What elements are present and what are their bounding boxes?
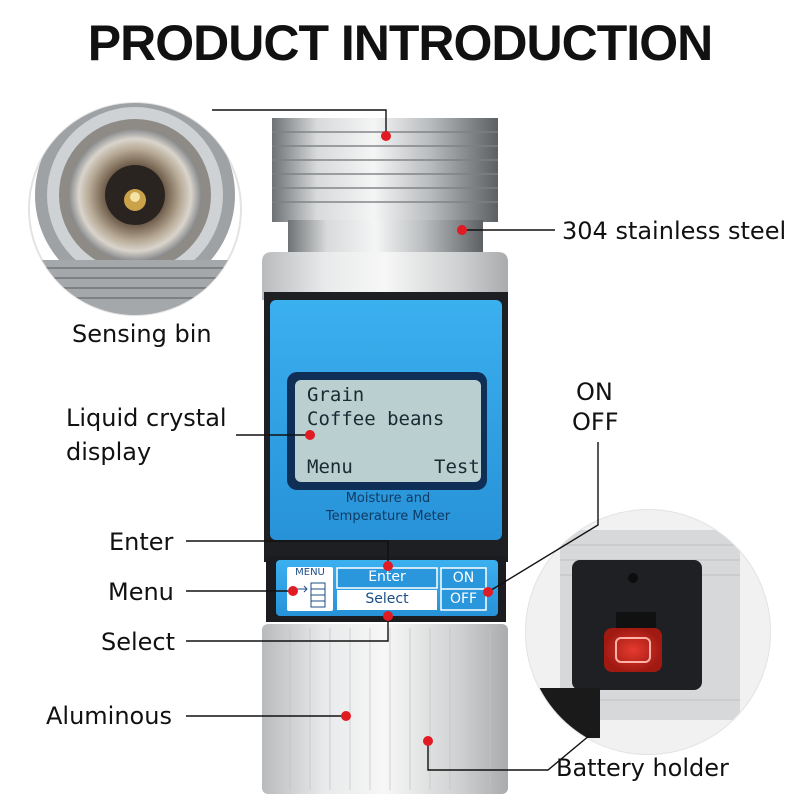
- panel-caption-1: Moisture and: [345, 491, 431, 506]
- off-key[interactable]: OFF: [449, 591, 478, 607]
- lcd-screen: [295, 380, 481, 482]
- label-select: Select: [101, 628, 176, 656]
- battery-holder-inset: [525, 509, 771, 755]
- screen-line-2: Coffee beans: [307, 408, 445, 430]
- label-menu: Menu: [108, 578, 174, 606]
- select-key[interactable]: Select: [365, 591, 409, 607]
- screen-softkey-left: Menu: [307, 456, 353, 478]
- on-key[interactable]: ON: [452, 570, 475, 586]
- label-on: ON: [576, 378, 613, 406]
- label-lcd-line-2: display: [66, 438, 152, 466]
- sensing-bin-inset: [28, 102, 242, 316]
- label-stainless-steel: 304 stainless steel: [562, 217, 787, 245]
- label-enter: Enter: [109, 528, 174, 556]
- screen-softkey-right: Test: [434, 456, 480, 478]
- panel-caption-2: Temperature Meter: [325, 509, 451, 524]
- enter-key[interactable]: Enter: [368, 569, 406, 585]
- label-battery-holder: Battery holder: [556, 754, 729, 782]
- top-cap: [262, 252, 508, 300]
- menu-key-icon: [293, 582, 326, 608]
- screen-line-1: Grain: [307, 384, 365, 406]
- aluminum-lower-body: [262, 624, 508, 794]
- label-off: OFF: [572, 408, 619, 436]
- select-key-box: [337, 590, 437, 610]
- label-aluminous: Aluminous: [46, 702, 172, 730]
- page-title: PRODUCT INTRODUCTION: [87, 15, 713, 71]
- battery-latch-button: [604, 628, 662, 672]
- label-lcd-line-1: Liquid crystal: [66, 404, 227, 432]
- menu-key-box: [287, 567, 333, 611]
- callout-markers: [288, 131, 493, 746]
- leader-lines: [186, 109, 599, 771]
- menu-key[interactable]: MENU: [295, 567, 325, 578]
- label-sensing-bin: Sensing bin: [72, 320, 212, 348]
